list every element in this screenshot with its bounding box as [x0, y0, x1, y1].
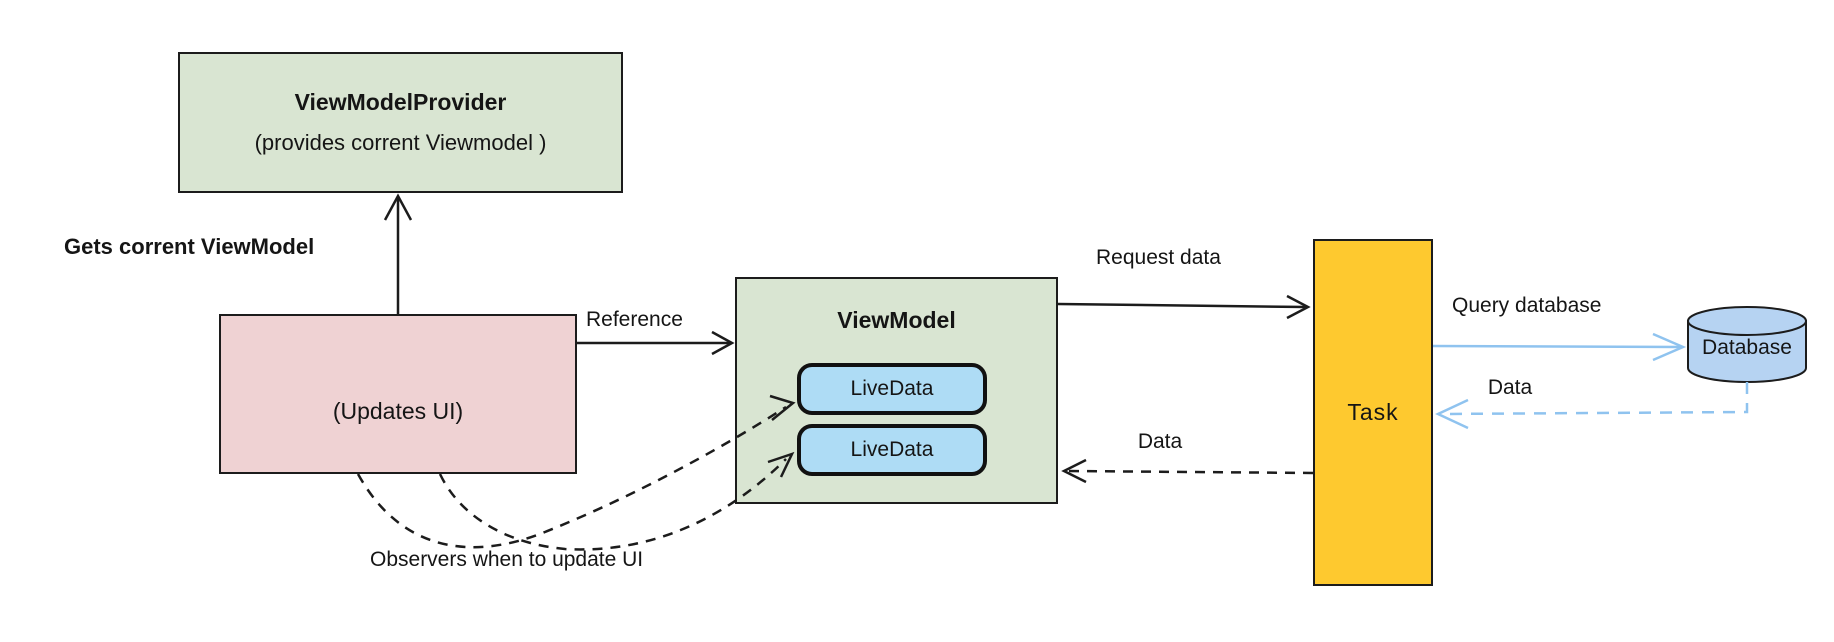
node-viewmodelprovider: ViewModelProvider (provides corrent View…: [178, 52, 623, 193]
node-livedata-2: LiveData: [797, 424, 987, 476]
edge-label-request-data: Request data: [1096, 246, 1221, 269]
query-database-arrow: [1432, 332, 1687, 362]
gets-viewmodel-arrow: [383, 193, 413, 314]
activity-label: (Updates UI): [332, 397, 464, 424]
node-activity-updates-ui: (Updates UI): [219, 314, 577, 474]
edge-label-query-database: Query database: [1452, 294, 1602, 317]
data-return-arrow: [1061, 458, 1314, 484]
node-task: Task: [1313, 239, 1433, 586]
node-livedata-1: LiveData: [797, 363, 987, 415]
edge-label-data-from-database: Data: [1487, 376, 1533, 399]
edge-label-data-to-viewmodel: Data: [1137, 430, 1183, 453]
edge-label-observers: Observers when to update UI: [370, 548, 644, 571]
edge-label-reference: Reference: [586, 308, 683, 331]
request-data-arrow: [1057, 294, 1311, 320]
viewmodel-title: ViewModel: [837, 307, 956, 333]
task-label: Task: [1347, 399, 1399, 425]
reference-arrow: [577, 330, 735, 356]
node-viewmodel: ViewModel LiveData LiveData: [735, 277, 1058, 504]
edge-label-gets-viewmodel: Gets corrent ViewModel: [64, 234, 315, 259]
viewmodelprovider-subtitle: (provides corrent Viewmodel ): [254, 130, 547, 155]
viewmodelprovider-title: ViewModelProvider: [294, 89, 507, 115]
database-label: Database: [1702, 336, 1792, 359]
